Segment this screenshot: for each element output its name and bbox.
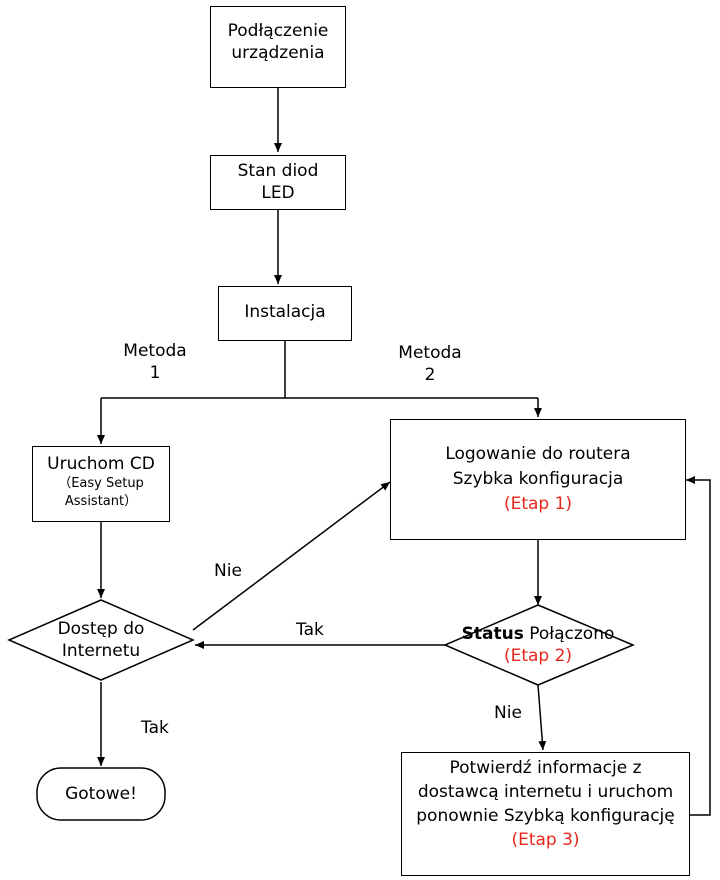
status-text: Połączono <box>523 624 615 644</box>
node-installation: Instalacja <box>218 286 352 341</box>
step-paren-close: ) <box>572 830 580 850</box>
edge-no-confirm-text: Nie <box>494 703 522 723</box>
node-run-cd: Uruchom CD （Easy Setup Assistant） <box>32 446 170 522</box>
edge-label-no-confirm: Nie <box>494 702 522 724</box>
method2-line2: 2 <box>424 365 436 385</box>
edge-label-method2: Metoda 2 <box>385 342 475 386</box>
node-connect-device: Podłączenie urządzenia <box>210 6 346 88</box>
node-led-line1: Stan diod <box>237 161 319 181</box>
edge-access-to-login <box>192 481 391 631</box>
step-paren-open: ( <box>503 646 511 666</box>
edge-label-no-login: Nie <box>214 560 242 582</box>
node-led-status: Stan diod LED <box>210 155 346 210</box>
node-confirm-info: Potwierdź informacje z dostawcą internet… <box>401 752 690 876</box>
edge-confirm-loop <box>686 476 711 816</box>
edge-yes-access-text: Tak <box>296 620 324 640</box>
edge-status-to-confirm <box>537 684 547 751</box>
node-done-text: Gotowe! <box>65 784 137 804</box>
terminal-done <box>36 767 166 821</box>
node-login-step: (Etap 1) <box>391 492 685 517</box>
step-paren-open: ( <box>511 830 519 850</box>
node-run-cd-sub2: Assistant） <box>64 494 138 509</box>
status-bold-word: Status <box>461 624 524 644</box>
diamond-internet-access <box>7 599 195 681</box>
step-paren-open: ( <box>503 494 511 514</box>
node-done-label: Gotowe! <box>37 783 165 805</box>
step-1-label: Etap 1 <box>510 494 566 514</box>
step-paren-close: ) <box>565 646 573 666</box>
node-confirm-line2: dostawcą internetu i uruchom <box>417 782 674 802</box>
edge-yes-done-text: Tak <box>141 718 169 738</box>
node-login-line2: Szybka konfiguracja <box>452 469 624 489</box>
step-2-label: Etap 2 <box>510 646 566 666</box>
method1-line1: Metoda <box>123 341 187 361</box>
edge-label-yes-done: Tak <box>141 717 169 739</box>
diamond-status <box>443 604 635 686</box>
edge-label-yes-access: Tak <box>296 619 324 641</box>
edge-no-login-text: Nie <box>214 561 242 581</box>
edge-label-method1: Metoda 1 <box>110 340 200 384</box>
node-access-line1: Dostęp do <box>57 619 145 639</box>
step-3-label: Etap 3 <box>518 830 573 850</box>
node-confirm-line1: Potwierdź informacje z <box>449 758 642 778</box>
node-internet-access-label: Dostęp do Internetu <box>31 618 171 662</box>
node-confirm-step: (Etap 3) <box>402 828 689 852</box>
method1-line2: 1 <box>149 363 161 383</box>
node-installation-label: Instalacja <box>244 302 326 322</box>
node-run-cd-sub1: （Easy Setup <box>58 476 144 491</box>
node-router-login: Logowanie do routera Szybka konfiguracja… <box>390 419 686 540</box>
node-confirm-line3: ponownie Szybką konfigurację <box>416 806 675 826</box>
node-status-label: Status Połączono (Etap 2) <box>448 623 628 667</box>
node-run-cd-title: Uruchom CD <box>47 454 155 474</box>
node-status-line1: Status Połączono <box>448 623 628 645</box>
node-access-line2: Internetu <box>61 641 141 661</box>
node-led-line2: LED <box>261 183 295 203</box>
node-connect-line2: urządzenia <box>231 43 325 63</box>
step-paren-close: ) <box>565 494 573 514</box>
node-status-step: (Etap 2) <box>448 645 628 667</box>
method2-line1: Metoda <box>398 343 462 363</box>
node-login-line1: Logowanie do routera <box>445 444 631 464</box>
node-connect-line1: Podłączenie <box>227 21 329 41</box>
